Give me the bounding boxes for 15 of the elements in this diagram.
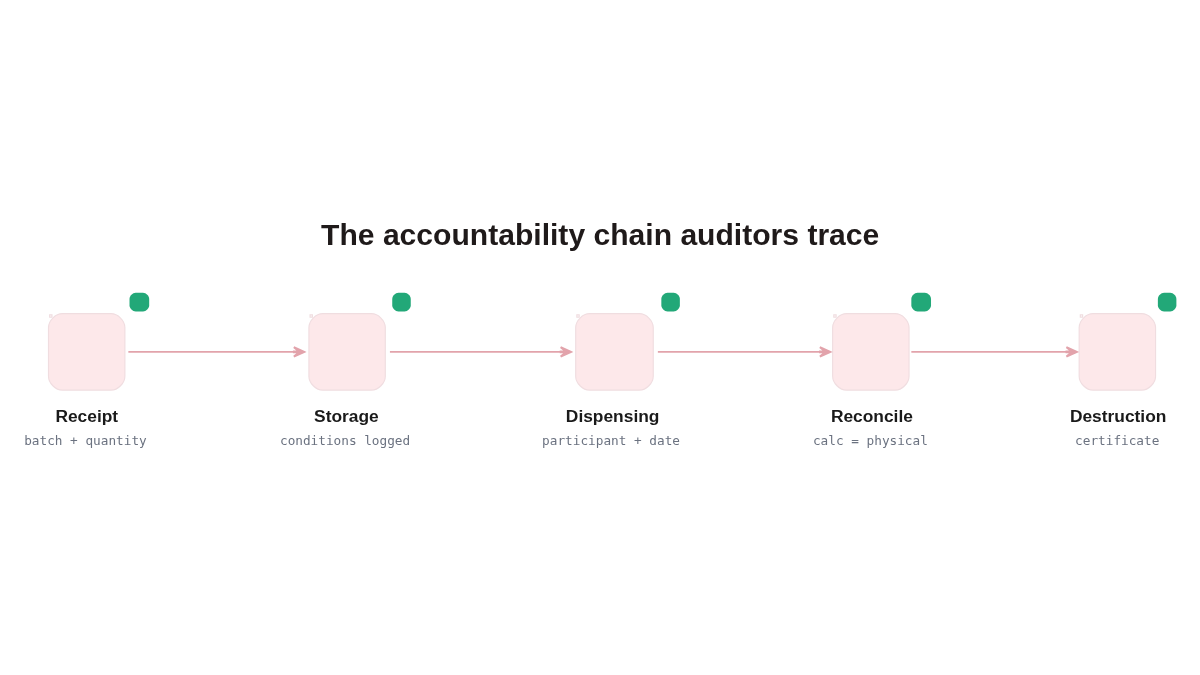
arrow (656, 345, 832, 357)
node-label: calc = physical (812, 432, 928, 448)
node-label: Receipt (55, 405, 119, 426)
diagram-title: The accountability chain auditors trace (321, 217, 880, 251)
node-label: Destruction (1069, 405, 1167, 426)
arrow (910, 345, 1078, 357)
node-label: participant + date (542, 432, 680, 448)
node-label: Dispensing (565, 405, 660, 426)
node-label: certificate (1075, 432, 1160, 448)
node-label: conditions logged (279, 432, 411, 448)
node-label: Storage (314, 405, 379, 426)
node-label: Reconcile (830, 405, 913, 426)
arrow (389, 345, 572, 357)
node-label: batch + quantity (24, 432, 147, 448)
arrow (127, 345, 306, 357)
